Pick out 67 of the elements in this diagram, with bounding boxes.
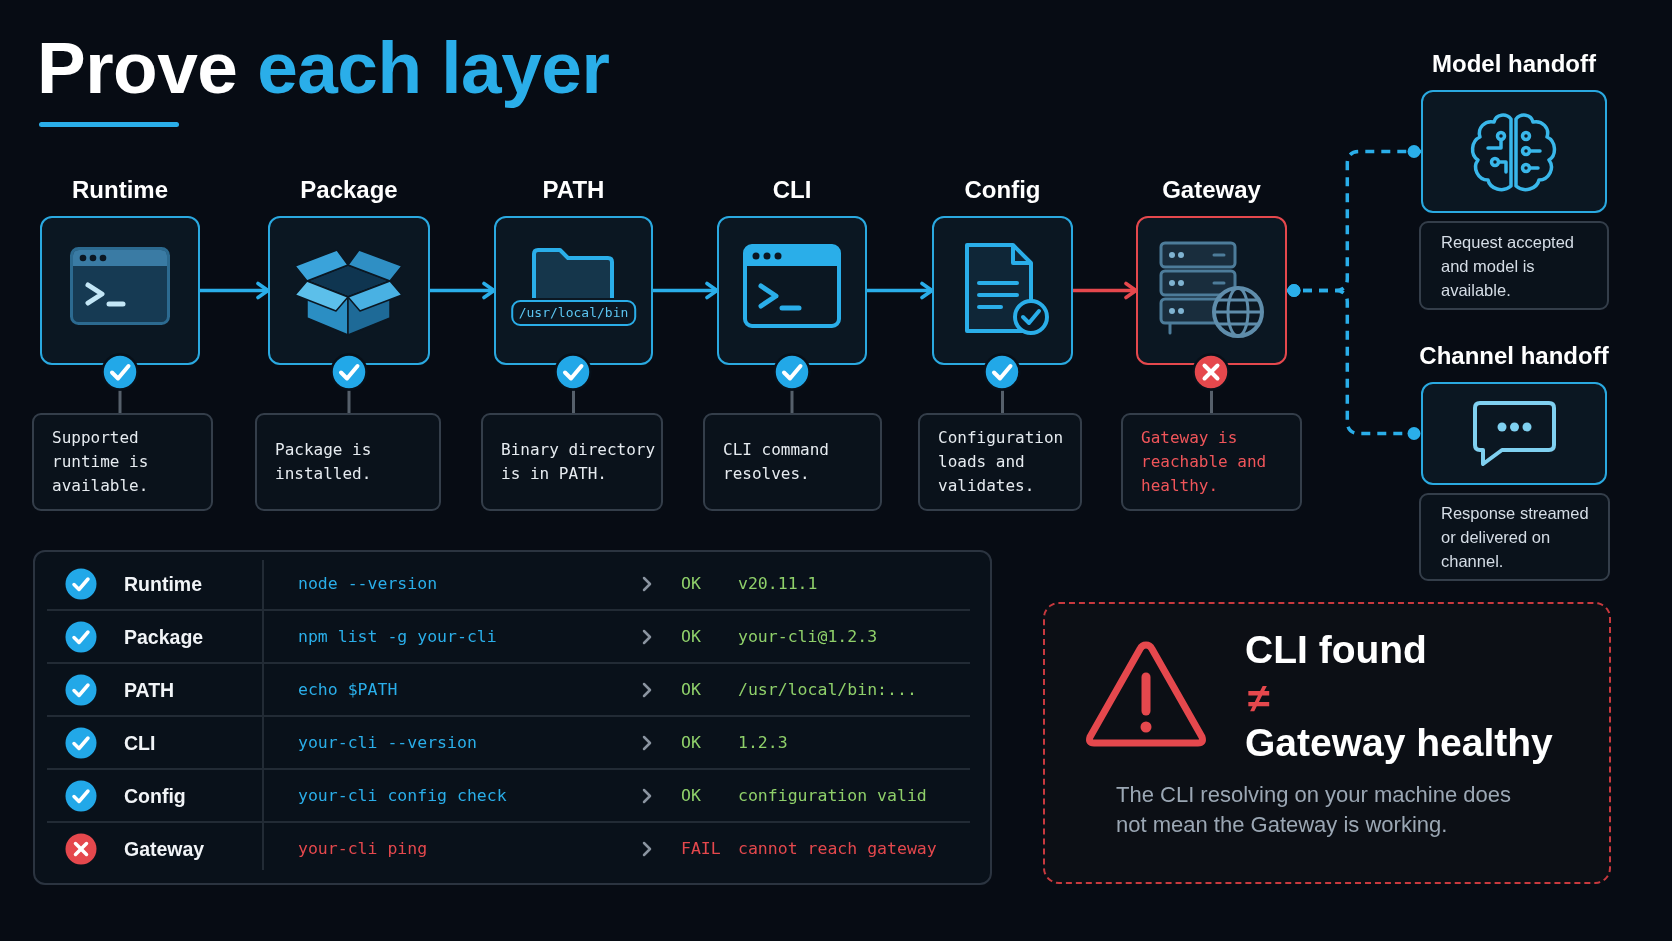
path-tag: /usr/local/bin	[510, 299, 637, 326]
status-text: OK	[681, 731, 701, 754]
status-text: OK	[681, 625, 701, 648]
connector-line	[118, 390, 122, 413]
arrow	[200, 281, 270, 300]
stage-title: Config	[964, 175, 1041, 204]
warning-text: The CLI resolving on your machine does not mean the Gateway is working.	[1116, 781, 1512, 839]
handoff-title: Channel handoff	[1419, 341, 1609, 370]
arrow	[653, 281, 719, 300]
result-text: 1.2.3	[738, 731, 788, 754]
not-equal-sign: ≠	[1248, 676, 1270, 720]
stage-title: Package	[300, 175, 398, 204]
description-box	[255, 413, 441, 511]
description-box	[918, 413, 1082, 511]
description-box	[1419, 493, 1610, 581]
result-text: cannot reach gateway	[738, 837, 937, 860]
description-text: Request accepted and model is available.	[1441, 231, 1575, 301]
stage-title: Gateway	[1162, 175, 1261, 204]
status-text: OK	[681, 678, 701, 701]
command-text: your-cli --version	[298, 731, 477, 754]
connector-line	[347, 390, 351, 413]
layer-name: Runtime	[124, 571, 202, 596]
description-text: CLI command resolves.	[723, 439, 830, 485]
layer-name: Config	[124, 783, 186, 808]
command-text: echo $PATH	[298, 678, 398, 701]
description-box	[481, 413, 663, 511]
layer-name: PATH	[124, 677, 175, 702]
warning-heading: Gateway healthy	[1245, 721, 1553, 765]
connector-line	[1210, 390, 1213, 413]
result-text: your-cli@1.2.3	[738, 625, 878, 648]
description-box	[1121, 413, 1302, 511]
status-text: FAIL	[681, 837, 721, 860]
description-box	[1419, 221, 1609, 310]
connector-line	[790, 390, 794, 413]
status-text: OK	[681, 572, 701, 595]
stage-title: PATH	[542, 175, 605, 204]
description-box	[703, 413, 882, 511]
warning-heading: CLI found	[1245, 628, 1427, 672]
command-text: your-cli ping	[298, 837, 428, 860]
warning-panel	[1043, 602, 1611, 884]
dashed-connector	[1287, 284, 1421, 440]
description-box	[32, 413, 213, 511]
arrow	[867, 281, 934, 300]
arrow	[1073, 281, 1138, 300]
command-text: your-cli config check	[298, 784, 507, 807]
layer-name: Gateway	[124, 836, 205, 861]
handoff-title: Model handoff	[1432, 49, 1596, 78]
layer-name: CLI	[124, 730, 156, 755]
description-text: Configuration loads and validates.	[938, 427, 1065, 497]
connector-line	[572, 390, 575, 413]
connector-line	[1001, 390, 1004, 413]
result-text: /usr/local/bin:...	[738, 678, 917, 701]
title: Prove each layer	[37, 26, 610, 110]
description-text: Binary directory is in PATH.	[501, 439, 657, 485]
result-text: configuration valid	[738, 784, 927, 807]
command-text: npm list -g your-cli	[298, 625, 497, 648]
description-text: Package is installed.	[275, 439, 373, 485]
result-text: v20.11.1	[738, 572, 818, 595]
stage-title: Runtime	[72, 175, 168, 204]
description-text: Supported runtime is available.	[52, 427, 150, 497]
arrow	[430, 281, 496, 300]
command-text: node --version	[298, 572, 438, 595]
description-text: Gateway is reachable and healthy.	[1141, 427, 1268, 497]
stage-title: CLI	[772, 175, 812, 204]
layer-name: Package	[124, 624, 204, 649]
description-text: Response streamed or delivered on channel.	[1441, 503, 1590, 572]
status-text: OK	[681, 784, 701, 807]
